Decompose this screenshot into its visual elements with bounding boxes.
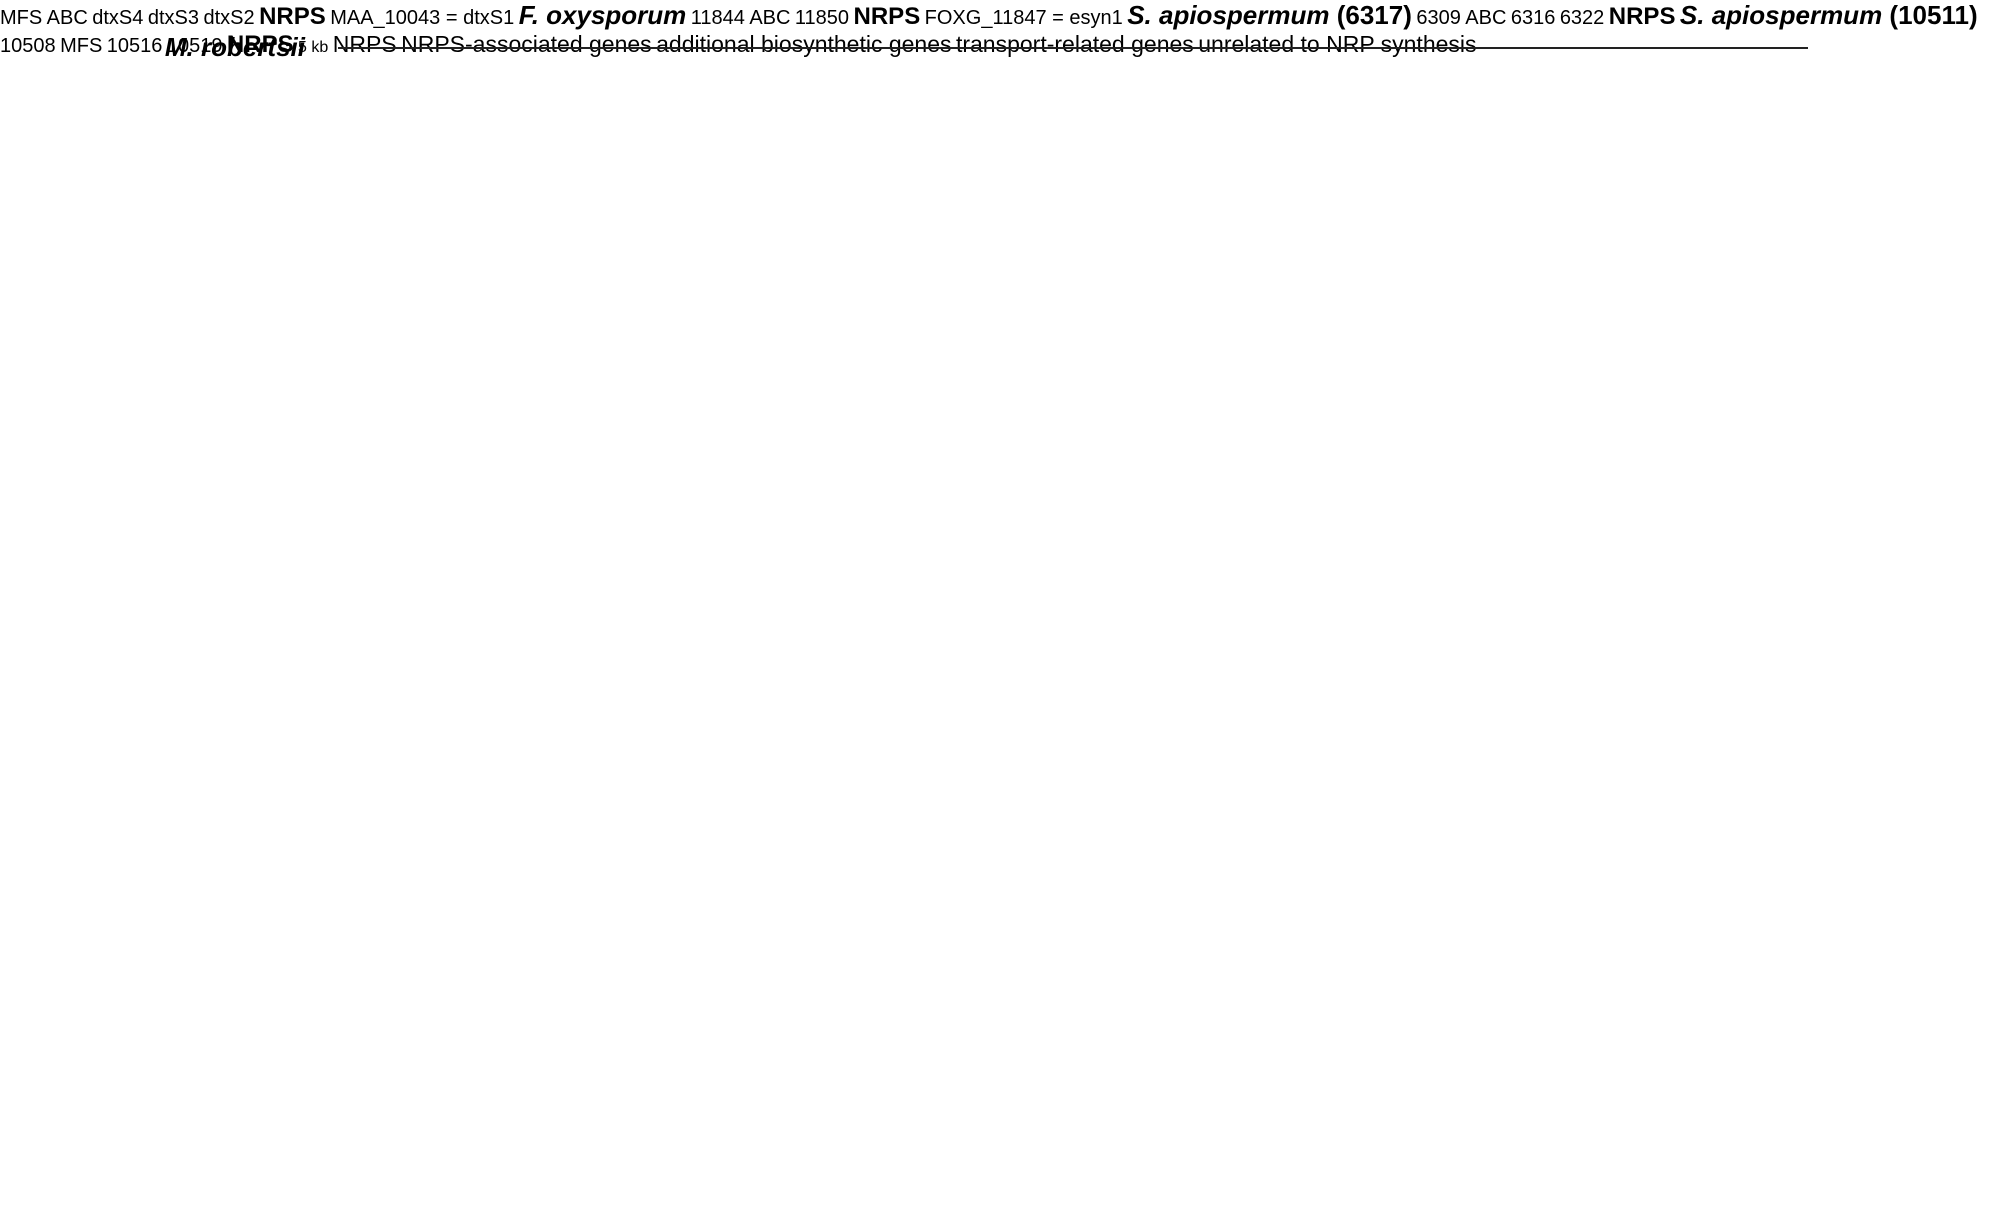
cluster-s-apiospermum-10511: S. apiospermum (10511) 10508 MFS 10516 1…: [0, 0, 1978, 58]
genome-line: 6309 ABC 6316 6322 NRPS ATCAla/Tyr/Leu ?…: [1416, 3, 1680, 30]
genome-line: 11844 ABC 11850 NRPS FOXG_11847 = esyn1 …: [691, 3, 1127, 30]
gene-note: MAA_10043 = dtxS1: [330, 7, 515, 29]
gene-label-dtxs2: dtxS2: [203, 7, 255, 29]
legend-swatch-nrps-associated: NRPS-associated genes: [401, 31, 656, 57]
legend-swatch-nrps: NRPS: [333, 31, 401, 57]
legend: NRPS NRPS-associated genes additional bi…: [333, 31, 1477, 57]
zoom-line-right: ATCβ-AlaATECHicATCProATCIle/ValAMTCN-Me-…: [0, 0, 1978, 58]
nrps-label: NRPS: [259, 3, 326, 30]
legend-item-nrps: NRPS: [333, 31, 401, 57]
scale-bar: 5 kb: [298, 39, 333, 56]
organism-name: S. apiospermum (6317): [1127, 0, 1412, 30]
legend-label: unrelated to NRP synthesis: [1198, 31, 1477, 57]
gene-label-11844: 11844: [690, 7, 745, 29]
gene-label-10516: 10516: [106, 35, 163, 57]
gene-label-10508: 10508: [0, 35, 56, 57]
gene-label-6309: 6309: [1416, 7, 1461, 29]
nrps-label: NRPS: [226, 31, 294, 58]
gene-label-abc: ABC: [749, 7, 791, 29]
organism-name: S. apiospermum (10511): [1679, 0, 1978, 30]
gene-label-6316: 6316: [1510, 7, 1556, 29]
gene-label-mfs: MFS: [60, 35, 103, 57]
gene-label-abc: ABC: [1465, 7, 1507, 29]
legend-label: NRPS: [332, 31, 397, 57]
legend-label: NRPS-associated genes: [401, 31, 652, 57]
organism-name: M. robertsii: [165, 32, 306, 62]
legend-swatch-unrelated: unrelated to NRP synthesis: [1198, 31, 1476, 57]
nrps-label: NRPS: [1608, 3, 1676, 30]
legend-swatch-transport: transport-related genes: [956, 31, 1198, 57]
gene-label-mfs: MFS: [0, 7, 43, 29]
legend-item-unrelated: unrelated to NRP synthesis: [1198, 31, 1476, 57]
cluster-m-robertsii: M. robertsii: [165, 32, 1808, 62]
gene-note: FOXG_11847 = esyn1: [924, 7, 1123, 29]
genome-line: 10508 MFS 10516 10519 NRPS ATCAbu/Iva/Al…: [0, 31, 298, 58]
zoom-line-left: ATCβ-AlaATECHicATCProATCIle/ValAMTCN-Me-…: [0, 0, 1978, 58]
legend-item-additional: additional biosynthetic genes: [656, 31, 956, 57]
legend-swatch-additional: additional biosynthetic genes: [656, 31, 956, 57]
gene-label-6322: 6322: [1559, 7, 1605, 29]
gene-label-10519: 10519: [166, 35, 223, 57]
cluster-s-apiospermum-6317: S. apiospermum (6317) 6309 ABC 6316 6322…: [1127, 0, 1680, 30]
legend-item-transport: transport-related genes: [956, 31, 1198, 57]
organism-name: F. oxysporum: [518, 0, 687, 30]
gene-label-11850: 11850: [794, 7, 850, 29]
gene-label-dtxs4: dtxS4: [92, 7, 144, 29]
scale-bar-label: 5 kb: [298, 39, 329, 56]
gene-label-dtxs3: dtxS3: [147, 7, 200, 29]
legend-label: additional biosynthetic genes: [656, 31, 952, 57]
legend-item-nrps-associated: NRPS-associated genes: [401, 31, 656, 57]
nrps-label: NRPS: [853, 3, 921, 30]
gene-label-abc: ABC: [46, 7, 88, 29]
legend-label: transport-related genes: [955, 31, 1194, 57]
cluster-f-oxysporum: F. oxysporum 11844 ABC 11850 NRPS FOXG_1…: [519, 0, 1128, 30]
